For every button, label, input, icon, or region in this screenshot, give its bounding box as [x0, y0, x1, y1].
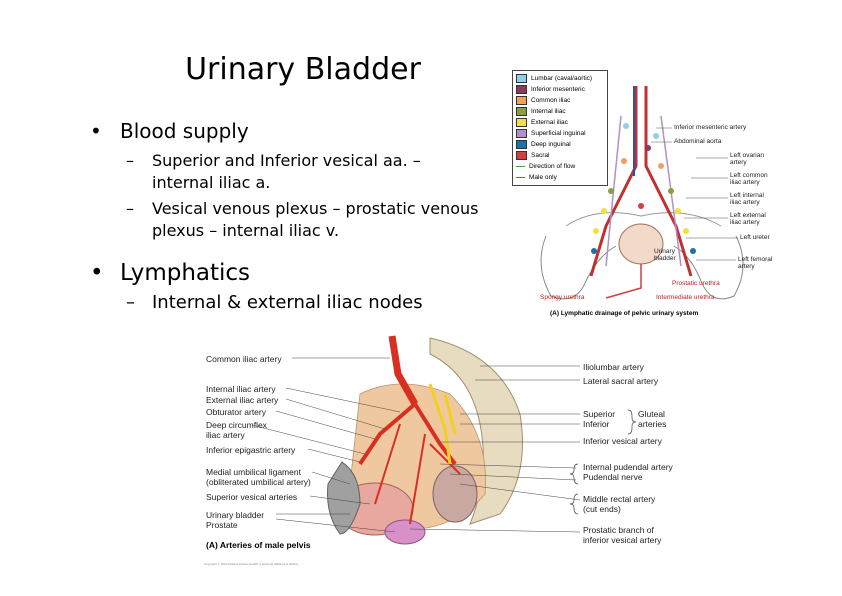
legend-label: Sacral: [531, 152, 550, 159]
label-lateral-sacral-artery: Lateral sacral artery: [583, 376, 659, 386]
bullet-glyph: •: [90, 260, 104, 286]
label-common-iliac-artery: Common iliac artery: [206, 354, 282, 364]
legend-swatch: [516, 74, 527, 83]
label-iliolumbar-artery: Iliolumbar artery: [583, 362, 644, 372]
legend-label: Lumbar (caval/aortic): [531, 75, 593, 82]
legend-swatch: [516, 85, 527, 94]
dash-glyph: –: [126, 199, 134, 218]
label-urinary-bladder-prostate: Urinary bladder Prostate: [206, 510, 265, 530]
legend-item: Male only: [516, 172, 604, 183]
legend-item: Common iliac: [516, 95, 604, 106]
legend-item: Lumbar (caval/aortic): [516, 73, 604, 84]
label-prostatic-branch: Prostatic branch of inferior vesical art…: [583, 525, 662, 545]
label-spongy-urethra: Spongy urethra: [540, 294, 585, 301]
legend-label: Superficial inguinal: [531, 130, 586, 137]
label-left-internal-iliac: Left internal iliac artery: [730, 192, 764, 206]
label-deep-circumflex-iliac-artery: Deep circumflex iliac artery: [206, 420, 267, 440]
label-superior-inferior: Superior Inferior: [583, 409, 616, 429]
legend-label: Deep inguinal: [531, 141, 571, 148]
legend-label: Male only: [529, 174, 557, 181]
dash-glyph: –: [126, 151, 134, 170]
label-internal-iliac-artery: Internal iliac artery: [206, 384, 276, 394]
label-left-common-iliac: Left common iliac artery: [730, 172, 768, 186]
sub-bullet: – Superior and Inferior vesical aa. – in…: [90, 150, 480, 194]
bullet-blood-supply: • Blood supply: [90, 118, 480, 144]
label-prostatic-urethra: Prostatic urethra: [672, 280, 720, 287]
legend-item: Inferior mesenteric: [516, 84, 604, 95]
label-inferior-epigastric-artery: Inferior epigastric artery: [206, 445, 296, 455]
legend-swatch: [516, 151, 527, 160]
label-obturator-artery: Obturator artery: [206, 407, 266, 417]
label-left-ovarian-artery: Left ovarian artery: [730, 152, 764, 166]
legend-swatch: [516, 140, 527, 149]
arteries-figure: Common iliac artery Internal iliac arter…: [200, 334, 700, 574]
bullet-lymphatics: • Lymphatics: [90, 260, 480, 286]
sub-bullet: – Vesical venous plexus – prostatic veno…: [90, 198, 480, 242]
label-superior-vesical-arteries: Superior vesical arteries: [206, 492, 298, 502]
legend-item: Deep inguinal: [516, 139, 604, 150]
sub-bullet-text: Internal & external iliac nodes: [152, 292, 423, 313]
legend-label: Direction of flow: [529, 163, 576, 170]
bullet-label: Blood supply: [120, 119, 249, 143]
bullet-label: Lymphatics: [120, 260, 251, 286]
lymphatic-drainage-figure: Lumbar (caval/aortic) Inferior mesenteri…: [506, 66, 786, 322]
legend-label: Common iliac: [531, 97, 571, 104]
bullet-list: • Blood supply – Superior and Inferior v…: [90, 118, 480, 318]
legend-item: Direction of flow: [516, 161, 604, 172]
label-left-ureter: Left ureter: [740, 234, 770, 241]
legend-item: Superficial inguinal: [516, 128, 604, 139]
label-medial-umbilical-ligament: Medial umbilical ligament (obliterated u…: [206, 467, 311, 487]
label-external-iliac-artery: External iliac artery: [206, 395, 279, 405]
sub-bullet-text: Vesical venous plexus – prostatic venous…: [152, 199, 479, 240]
legend-label: External iliac: [531, 119, 568, 126]
copyright-note: Copyright © 2010 Wolters Kluwer Health |…: [204, 562, 299, 566]
arteries-figure-caption: (A) Arteries of male pelvis: [206, 540, 311, 550]
lymphatic-figure-caption: (A) Lymphatic drainage of pelvic urinary…: [550, 310, 699, 317]
legend-swatch: [516, 129, 527, 138]
label-left-external-iliac: Left external iliac artery: [730, 212, 766, 226]
lymphatic-legend: Lumbar (caval/aortic) Inferior mesenteri…: [512, 70, 608, 186]
legend-swatch: [516, 118, 527, 127]
legend-item: External iliac: [516, 117, 604, 128]
slide-title: Urinary Bladder: [185, 52, 421, 87]
label-inferior-vesical-artery: Inferior vesical artery: [583, 436, 662, 446]
legend-item: Internal iliac: [516, 106, 604, 117]
label-abdominal-aorta: Abdominal aorta: [674, 138, 722, 145]
label-middle-rectal-artery: Middle rectal artery (cut ends): [583, 494, 656, 514]
dash-glyph: –: [126, 292, 135, 313]
flow-arrow-icon: [516, 165, 525, 168]
legend-label: Internal iliac: [531, 108, 566, 115]
male-only-line-icon: [516, 176, 525, 179]
label-urinary-bladder: Urinary bladder: [654, 248, 676, 262]
legend-swatch: [516, 96, 527, 105]
legend-item: Sacral: [516, 150, 604, 161]
label-internal-pudendal-artery: Internal pudendal artery Pudendal nerve: [583, 462, 673, 482]
arteries-illustration: [251, 335, 637, 545]
label-gluteal-arteries: Gluteal arteries: [638, 409, 667, 429]
legend-label: Inferior mesenteric: [531, 86, 585, 93]
lymphatic-illustration: [540, 86, 744, 300]
label-inferior-mesenteric-artery: Inferior mesenteric artery: [674, 124, 747, 131]
label-intermediate-urethra: Intermediate urethra: [656, 294, 715, 301]
sub-bullet-text: Superior and Inferior vesical aa. – inte…: [152, 151, 421, 192]
sub-bullet: – Internal & external iliac nodes: [90, 292, 480, 314]
label-left-femoral-artery: Left femoral artery: [738, 256, 773, 270]
legend-swatch: [516, 107, 527, 116]
bullet-glyph: •: [90, 119, 102, 143]
